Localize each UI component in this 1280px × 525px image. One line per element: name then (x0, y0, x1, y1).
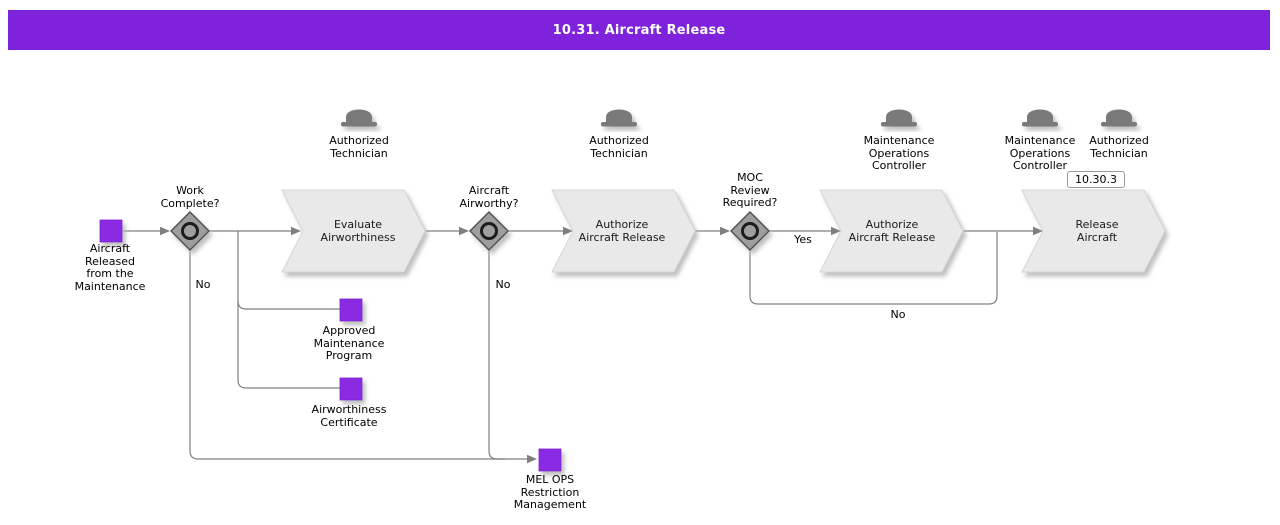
role-label-moc-controller-2: Maintenance Operations Controller (1004, 134, 1076, 172)
link-evaluate-to-maintenance-program (237, 300, 340, 310)
decision-work-complete[interactable] (170, 211, 210, 251)
arrowhead (720, 226, 730, 236)
task-evaluate-label: Evaluate Airworthiness (320, 218, 396, 244)
process-ref-badge[interactable]: 10.30.3 (1067, 171, 1125, 188)
start-event-aircraft-released[interactable] (99, 219, 123, 243)
artifact-mel-label: MEL OPS Restriction Management (513, 473, 587, 511)
role-hat-icon-moc-controller-2 (1022, 109, 1058, 127)
start-event-label: Aircraft Released from the Maintenance (74, 242, 146, 293)
connector-layer (122, 230, 1035, 460)
artifact-cert-label: Airworthiness Certificate (311, 403, 387, 429)
role-hat-icon-authorized-technician-3 (1101, 109, 1137, 127)
decision-work-complete-label: Work Complete? (160, 184, 220, 210)
role-label-authorized-technician-1: Authorized Technician (329, 134, 389, 160)
flow-moc-no-bypass (749, 232, 998, 305)
task-authorize-aircraft-release-moc[interactable] (819, 189, 964, 273)
arrowhead (291, 226, 301, 236)
decision-moc-review-required[interactable] (730, 211, 770, 251)
arrowhead (459, 226, 469, 236)
role-label-authorized-technician-3: Authorized Technician (1089, 134, 1149, 160)
role-label-moc-controller-1: Maintenance Operations Controller (863, 134, 935, 172)
page-title: 10.31. Aircraft Release (552, 22, 726, 38)
arrowhead (1033, 226, 1043, 236)
role-hat-icon-moc-controller-1 (881, 109, 917, 127)
flow-workcomplete-no-to-mel (189, 250, 529, 460)
decision-aircraft-airworthy[interactable] (469, 211, 509, 251)
task-release-label: Release Aircraft (1075, 218, 1119, 244)
task-authorize1-label: Authorize Aircraft Release (578, 218, 666, 244)
edge-label-no-work-complete: No (195, 278, 211, 291)
edge-label-no-moc: No (890, 308, 906, 321)
gateway-circle-icon (741, 222, 759, 240)
artifact-airworthiness-certificate[interactable] (339, 377, 363, 401)
task-authorize-aircraft-release-technician[interactable] (551, 189, 696, 273)
decision-moc-label: MOC Review Required? (722, 171, 778, 209)
task-release-aircraft[interactable] (1021, 189, 1166, 273)
role-hat-icon-authorized-technician-2 (601, 109, 637, 127)
arrowhead (527, 454, 537, 464)
edge-label-no-airworthy: No (495, 278, 511, 291)
arrowhead (160, 226, 170, 236)
task-authorize2-label: Authorize Aircraft Release (848, 218, 936, 244)
task-evaluate-airworthiness[interactable] (281, 189, 426, 273)
gateway-circle-icon (181, 222, 199, 240)
arrowheads (160, 226, 1043, 464)
edge-label-yes-moc: Yes (794, 233, 812, 246)
artifact-amp-label: Approved Maintenance Program (313, 324, 385, 362)
arrowhead (563, 226, 573, 236)
flow-airworthy-no-to-mel (488, 250, 505, 460)
arrowhead (831, 226, 841, 236)
role-label-authorized-technician-2: Authorized Technician (589, 134, 649, 160)
gateway-circle-icon (480, 222, 498, 240)
link-evaluate-to-certificate (237, 231, 340, 389)
decision-airworthy-label: Aircraft Airworthy? (459, 184, 519, 210)
artifact-mel-ops-restriction-management[interactable] (538, 448, 562, 472)
role-hat-icon-authorized-technician-1 (341, 109, 377, 127)
title-bar: 10.31. Aircraft Release (8, 10, 1270, 50)
artifact-approved-maintenance-program[interactable] (339, 298, 363, 322)
